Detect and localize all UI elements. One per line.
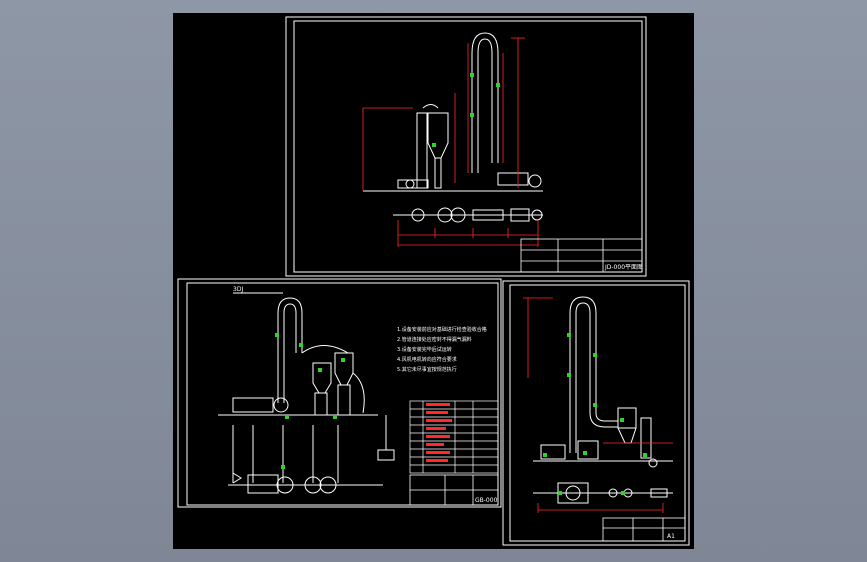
top-plan-dimensions — [397, 220, 539, 247]
sheet-right: A1 — [502, 280, 690, 546]
sheet-left-outer-border — [177, 278, 502, 508]
sheet-top-inner-border — [293, 20, 643, 273]
left-title-block — [409, 474, 499, 506]
sheet-left: 3DJ — [177, 278, 502, 508]
left-pipe-tag: 3DJ — [233, 286, 243, 293]
left-title-block-text: GB-000 — [475, 497, 498, 504]
top-title-block-text: JD-000平面图 — [604, 264, 643, 271]
right-title-block — [602, 517, 686, 542]
top-plan-view — [393, 207, 543, 223]
sheet-right-inner-border — [509, 284, 686, 542]
note-line-4: 4.风机电机转向应符合要求 — [397, 356, 457, 363]
right-plan-view — [533, 482, 673, 504]
right-dimension-lines — [523, 297, 673, 513]
top-dimension-lines — [362, 37, 525, 191]
drawing-canvas[interactable]: JD-000平面图 3DJ — [173, 13, 694, 549]
note-line-2: 2.管道连接处应密封不得漏气漏料 — [397, 336, 472, 343]
sheet-left-inner-border — [186, 282, 499, 506]
sheet-top: JD-000平面图 — [285, 16, 647, 277]
right-title-block-text: A1 — [667, 533, 675, 540]
sheet-top-outer-border — [285, 16, 647, 277]
sheet-right-outer-border — [502, 280, 690, 546]
top-title-block — [520, 238, 643, 273]
left-table-red-entries — [426, 403, 452, 462]
note-line-1: 1.设备安装前应对基础进行检查验收合格 — [397, 326, 487, 333]
left-parts-table — [409, 400, 499, 474]
top-elevation-view — [363, 32, 543, 192]
cad-drawing: JD-000平面图 3DJ — [177, 16, 690, 546]
top-markers — [432, 73, 500, 147]
right-elevation-view — [533, 296, 673, 468]
left-notes: 1.设备安装前应对基础进行检查验收合格 2.管道连接处应密封不得漏气漏料 3.设… — [397, 326, 487, 373]
left-markers — [275, 333, 345, 469]
note-line-5: 5.其它未尽事宜按规范执行 — [397, 366, 457, 373]
left-process-flow — [218, 292, 395, 494]
right-markers — [543, 333, 647, 495]
note-line-3: 3.设备安装完毕后试运转 — [397, 346, 452, 353]
